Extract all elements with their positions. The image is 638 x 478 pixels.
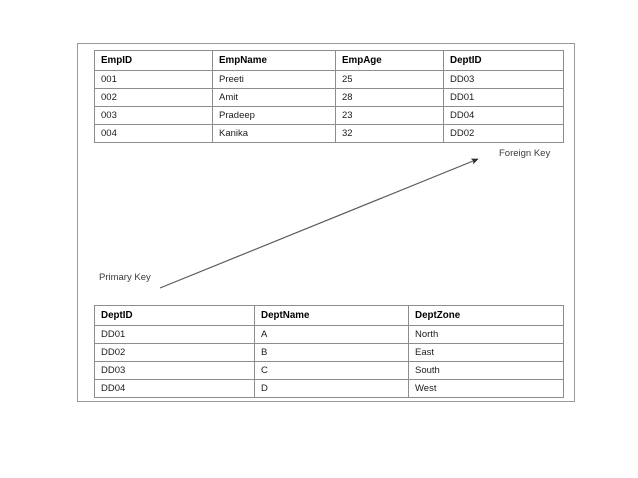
table-row: 001 Preeti 25 DD03: [94, 70, 564, 89]
cell-empname: Pradeep: [212, 106, 336, 125]
cell-deptid: DD03: [94, 361, 255, 380]
table-header-row: DeptID DeptName DeptZone: [94, 305, 564, 326]
cell-deptzone: East: [408, 343, 564, 362]
cell-deptid: DD04: [443, 106, 564, 125]
cell-deptid: DD01: [94, 325, 255, 344]
cell-empage: 28: [335, 88, 444, 107]
cell-empid: 004: [94, 124, 213, 143]
table-row: 002 Amit 28 DD01: [94, 88, 564, 107]
cell-empid: 003: [94, 106, 213, 125]
cell-empage: 25: [335, 70, 444, 89]
foreign-key-label: Foreign Key: [499, 148, 551, 159]
cell-empname: Preeti: [212, 70, 336, 89]
cell-deptname: A: [254, 325, 409, 344]
cell-deptid: DD02: [443, 124, 564, 143]
column-header-empname: EmpName: [212, 50, 336, 71]
cell-empage: 32: [335, 124, 444, 143]
cell-deptid: DD01: [443, 88, 564, 107]
cell-deptid: DD03: [443, 70, 564, 89]
table-row: DD03 C South: [94, 361, 564, 380]
table-header-row: EmpID EmpName EmpAge DeptID: [94, 50, 564, 71]
cell-empage: 23: [335, 106, 444, 125]
cell-empname: Kanika: [212, 124, 336, 143]
column-header-deptzone: DeptZone: [408, 305, 564, 326]
cell-empname: Amit: [212, 88, 336, 107]
cell-empid: 002: [94, 88, 213, 107]
cell-deptname: B: [254, 343, 409, 362]
department-table: DeptID DeptName DeptZone DD01 A North DD…: [94, 305, 564, 398]
cell-deptzone: North: [408, 325, 564, 344]
table-row: 003 Pradeep 23 DD04: [94, 106, 564, 125]
table-row: DD02 B East: [94, 343, 564, 362]
cell-deptid: DD04: [94, 379, 255, 398]
table-row: DD04 D West: [94, 379, 564, 398]
column-header-deptname: DeptName: [254, 305, 409, 326]
column-header-deptid: DeptID: [443, 50, 564, 71]
column-header-empid: EmpID: [94, 50, 213, 71]
cell-deptname: C: [254, 361, 409, 380]
employee-table: EmpID EmpName EmpAge DeptID 001 Preeti 2…: [94, 50, 564, 143]
cell-deptid: DD02: [94, 343, 255, 362]
column-header-empage: EmpAge: [335, 50, 444, 71]
cell-deptzone: South: [408, 361, 564, 380]
table-row: 004 Kanika 32 DD02: [94, 124, 564, 143]
table-row: DD01 A North: [94, 325, 564, 344]
primary-key-label: Primary Key: [99, 272, 151, 283]
cell-deptzone: West: [408, 379, 564, 398]
column-header-deptid: DeptID: [94, 305, 255, 326]
cell-deptname: D: [254, 379, 409, 398]
cell-empid: 001: [94, 70, 213, 89]
